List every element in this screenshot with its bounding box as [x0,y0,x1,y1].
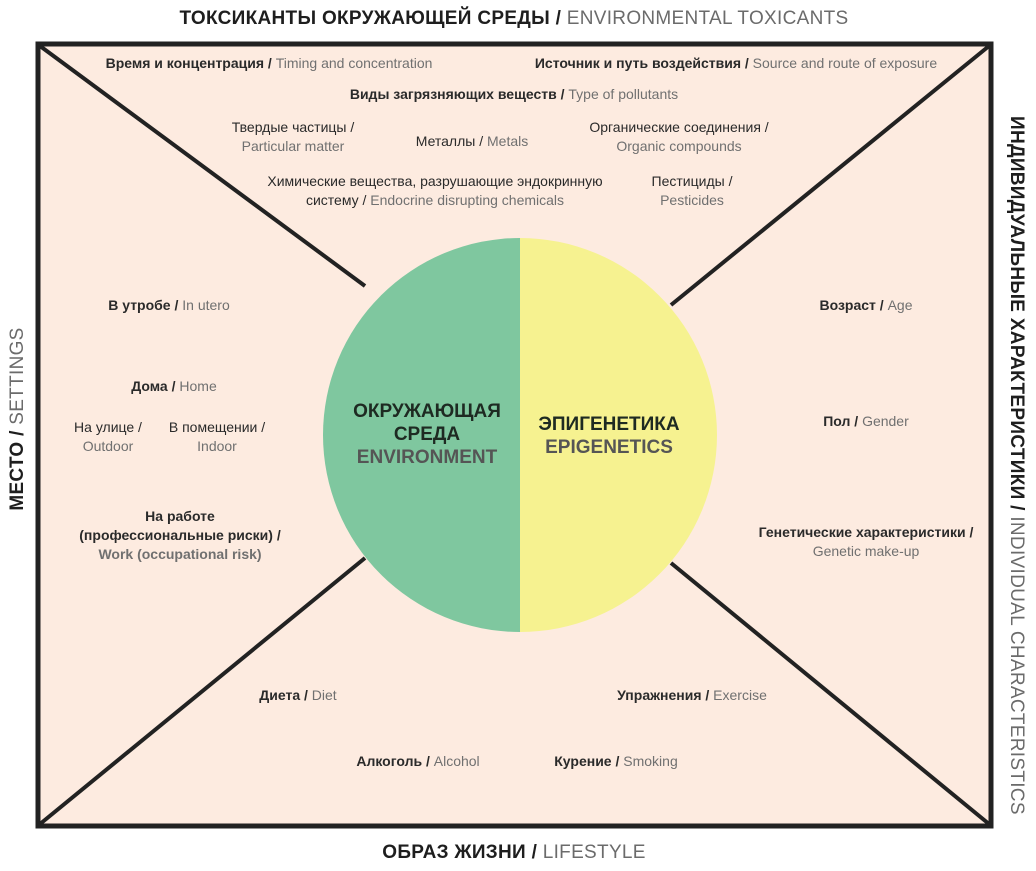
label-exercise: Упражнения / Exercise [617,686,767,705]
diagonal-bottom-left [38,556,367,826]
label-smoking: Курение / Smoking [554,752,677,771]
source-ru: Источник и путь воздействия / [534,55,753,71]
endocrine-ru-line1: Химические вещества, разрушающие эндокри… [267,173,603,189]
environment-en: ENVIRONMENT [356,447,498,468]
circle-epigenetics-label: ЭПИГЕНЕТИКА EPIGENETICS [538,413,679,459]
heading-top: ТОКСИКАНТЫ ОКРУЖАЮЩЕЙ СРЕДЫ / ENVIRONMEN… [179,8,848,30]
label-age: Возраст / Age [819,296,912,315]
label-home: Дома / Home [131,377,217,396]
outdoor-en: Outdoor [82,438,134,454]
metals-en: Metals [487,133,529,149]
gender-ru: Пол / [823,413,863,429]
home-ru: Дома / [131,378,180,394]
indoor-en: Indoor [197,438,237,454]
timing-ru: Время и концентрация / [105,55,276,71]
label-diet: Диета / Diet [259,686,336,705]
timing-en: Timing and concentration [275,55,433,71]
indoor-ru: В помещении / [168,419,266,435]
label-work: На работе (профессиональные риски) / Wor… [79,507,280,564]
outdoor-ru: На улице / [74,419,142,435]
label-source: Источник и путь воздействия / Source and… [535,54,937,73]
work-ru-line1: На работе [145,508,215,524]
circle-environment-label: ОКРУЖАЮЩАЯ СРЕДА ENVIRONMENT [353,400,501,469]
exercise-ru: Упражнения / [617,687,714,703]
heading-bottom-ru: ОБРАЗ ЖИЗНИ / [382,842,543,863]
in-utero-en: In utero [182,297,230,313]
label-genetic: Генетические характеристики / Genetic ma… [759,523,974,561]
epigenetics-half-circle [520,238,717,632]
heading-left-ru: МЕСТО / [7,424,28,511]
metals-ru: Металлы / [415,133,488,149]
exercise-en: Exercise [713,687,767,703]
work-en: Work (occupational risk) [98,546,262,562]
label-timing: Время и концентрация / Timing and concen… [106,54,433,73]
diagonal-bottom-right [669,561,991,826]
work-ru-line2: (профессиональные риски) / [79,527,281,543]
heading-top-en: ENVIRONMENTAL TOXICANTS [566,8,849,29]
label-particulate: Твердые частицы / Particular matter [232,118,355,156]
heading-right-ru: ИНДИВИДУАЛЬНЫЕ ХАРАКТЕРИСТИКИ / [1006,116,1027,517]
label-alcohol: Алкоголь / Alcohol [356,752,479,771]
label-outdoor: На улице / Outdoor [74,418,142,456]
label-pollutant-types: Виды загрязняющих веществ / Type of poll… [350,85,678,104]
age-en: Age [887,297,913,313]
heading-right: ИНДИВИДУАЛЬНЫЕ ХАРАКТЕРИСТИКИ / INDIVIDU… [1005,116,1027,815]
diagonal-top-right [669,44,991,307]
diet-en: Diet [311,687,337,703]
alcohol-ru: Алкоголь / [356,753,434,769]
age-ru: Возраст / [819,297,888,313]
environment-half-circle [323,238,520,632]
heading-left-en: SETTINGS [7,327,28,425]
pesticides-ru: Пестициды / [651,173,733,189]
endocrine-ru-line2: систему / [305,192,371,208]
label-metals: Металлы / Metals [416,132,529,151]
endocrine-en: Endocrine disrupting chemicals [370,192,565,208]
types-ru: Виды загрязняющих веществ / [349,86,569,102]
environment-ru-line2: СРЕДА [393,424,461,445]
heading-top-ru: ТОКСИКАНТЫ ОКРУЖАЮЩЕЙ СРЕДЫ / [179,8,567,29]
label-indoor: В помещении / Indoor [169,418,265,456]
particulate-en: Particular matter [241,138,345,154]
alcohol-en: Alcohol [433,753,480,769]
organic-en: Organic compounds [616,138,742,154]
pesticides-en: Pesticides [660,192,724,208]
heading-left: МЕСТО / SETTINGS [7,319,29,519]
gender-en: Gender [862,413,909,429]
smoking-ru: Курение / [554,753,624,769]
heading-right-en: INDIVIDUAL CHARACTERISTICS [1006,516,1027,815]
environment-ru-line1: ОКРУЖАЮЩАЯ [353,401,501,422]
heading-bottom-en: LIFESTYLE [542,842,646,863]
organic-ru: Органические соединения / [589,119,769,135]
source-en: Source and route of exposure [752,55,938,71]
epigenetics-en: EPIGENETICS [545,437,673,458]
label-gender: Пол / Gender [823,412,909,431]
label-in-utero: В утробе / In utero [108,296,230,315]
types-en: Type of pollutants [568,86,679,102]
in-utero-ru: В утробе / [108,297,183,313]
epigenetics-ru: ЭПИГЕНЕТИКА [538,414,680,435]
diet-ru: Диета / [259,687,312,703]
home-en: Home [179,378,217,394]
particulate-ru: Твердые частицы / [231,119,355,135]
diagonal-top-left [38,44,367,288]
smoking-en: Smoking [623,753,678,769]
heading-bottom: ОБРАЗ ЖИЗНИ / LIFESTYLE [382,842,646,864]
label-endocrine: Химические вещества, разрушающие эндокри… [267,172,602,210]
genetic-en: Genetic make-up [812,543,920,559]
label-pesticides: Пестициды / Pesticides [652,172,733,210]
genetic-ru: Генетические характеристики / [758,524,974,540]
label-organic: Органические соединения / Organic compou… [589,118,768,156]
